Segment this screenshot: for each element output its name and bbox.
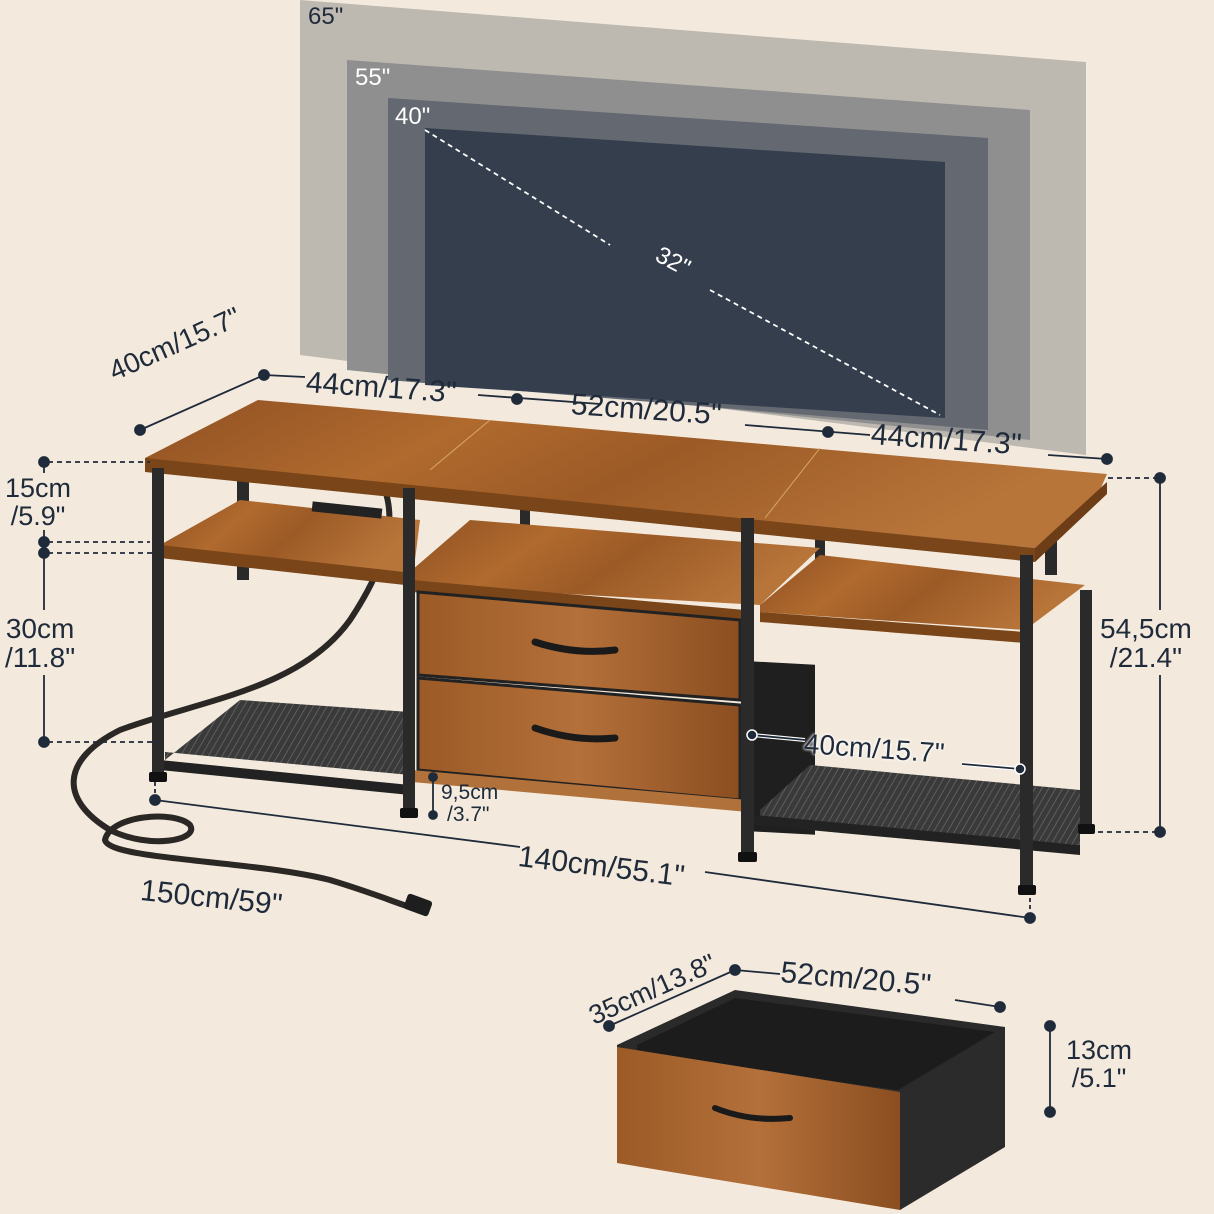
center-shelf (412, 520, 820, 605)
total-height-in: /21.4" (1109, 642, 1183, 674)
tv-55-label: 55" (355, 64, 391, 91)
drawer-handle (712, 1105, 793, 1122)
left-mesh-shelf (165, 700, 410, 775)
dimension-lines (38, 369, 1166, 924)
tv-65-label: 65" (308, 3, 344, 30)
upper-shelf-gap-cm: 15cm (5, 473, 72, 503)
drawer-height-label: 13cm /5.1" (1066, 1036, 1132, 1093)
tv-40-label: 40" (395, 103, 431, 130)
total-height-label: 54,5cm /21.4" (1100, 614, 1192, 673)
right-mesh-shelf (760, 765, 1080, 845)
drawer-handle-bottom (531, 724, 619, 743)
tabletop-edge (145, 458, 1035, 562)
drawer-height-cm: 13cm (1066, 1035, 1133, 1065)
tv-size-guide (300, 0, 1086, 455)
tabletop (145, 400, 1107, 548)
ground-clearance-cm: 9,5cm (441, 781, 499, 804)
frame-legs (149, 468, 1095, 895)
mid-shelf-gap-cm: 30cm (5, 613, 75, 644)
power-cord (70, 487, 423, 913)
mid-shelf-gap-in: /11.8" (5, 642, 76, 674)
ground-clearance-label: 9,5cm /3.7" (441, 781, 499, 827)
upper-shelf-gap-label: 15cm /5.9" (5, 474, 71, 531)
drawer-cabinet (412, 590, 815, 835)
mid-shelf-gap-label: 30cm /11.8" (5, 614, 75, 673)
drawer-height-in: /5.1" (1071, 1063, 1127, 1094)
tv-32-screen (425, 128, 945, 418)
drawer-illustration (617, 990, 1005, 1210)
right-mid-shelf (760, 555, 1085, 630)
plug-icon (403, 893, 433, 917)
ground-clearance-in: /3.7" (447, 803, 490, 827)
upper-shelf-gap-in: /5.9" (10, 501, 66, 532)
drawer-dimension-lines (603, 964, 1056, 1118)
drawer-handle-top (531, 638, 619, 655)
power-strip (311, 501, 383, 519)
total-height-cm: 54,5cm (1100, 613, 1192, 644)
